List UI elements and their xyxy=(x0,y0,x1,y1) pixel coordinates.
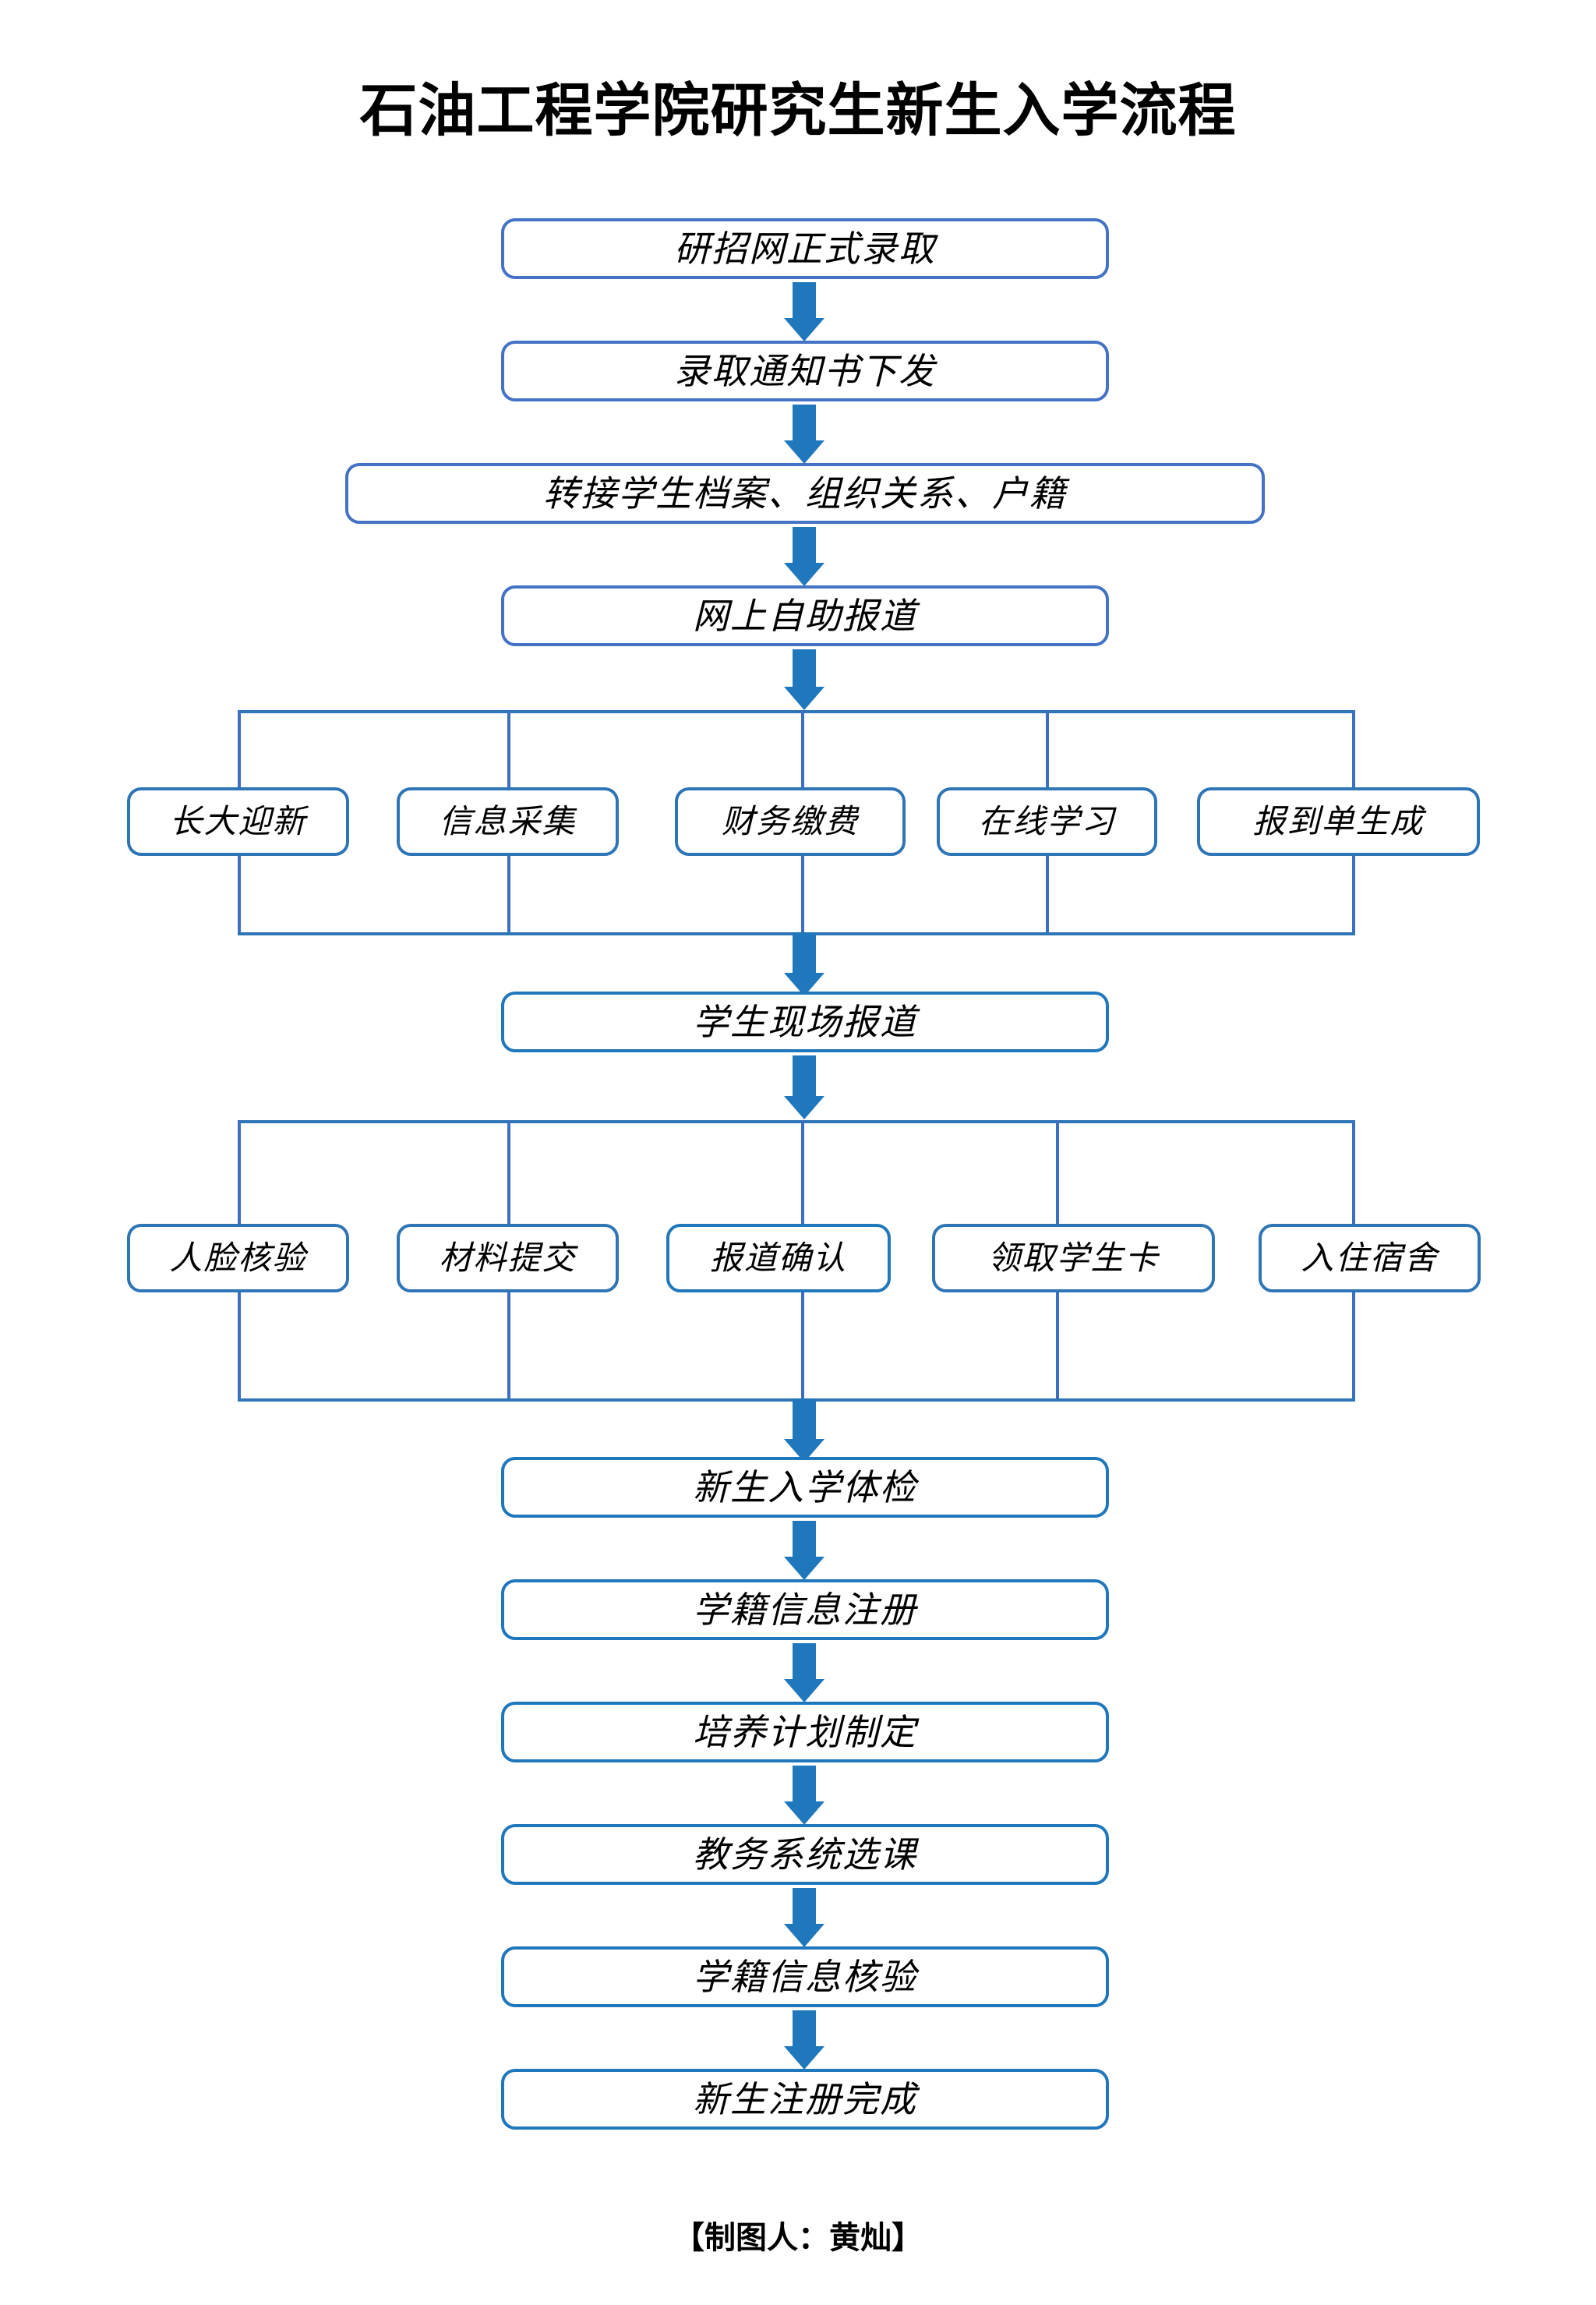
arrow-down-icon xyxy=(784,1766,824,1825)
flow-node-label: 财务缴费 xyxy=(721,802,859,840)
flow-node-xuesheng-xianchang-baodao[interactable]: 学生现场报道 xyxy=(501,992,1109,1052)
arrow-down-icon xyxy=(784,1055,824,1119)
flow-node-label: 报到单生成 xyxy=(1252,802,1425,840)
flow-node-jiaowu-xitong-xuanke[interactable]: 教务系统选课 xyxy=(501,1824,1109,1885)
branch-riser xyxy=(507,1292,510,1402)
flow-node-label: 入住宿舍 xyxy=(1301,1239,1439,1277)
arrow-down-icon xyxy=(784,405,824,464)
flow-node-label: 学籍信息注册 xyxy=(693,1589,917,1631)
flow-node-cailiao-tijiao[interactable]: 材料提交 xyxy=(397,1224,619,1292)
branch-riser xyxy=(1352,1292,1355,1402)
flow-node-label: 新生注册完成 xyxy=(693,2078,917,2120)
flow-node-label: 转接学生档案、组织关系、户籍 xyxy=(543,472,1067,514)
flow-node-zhuanjie-dangan[interactable]: 转接学生档案、组织关系、户籍 xyxy=(345,463,1265,524)
flow-node-label: 材料提交 xyxy=(439,1239,577,1277)
arrow-down-icon xyxy=(784,1643,824,1702)
flow-node-peiyang-jihua-zhiding[interactable]: 培养计划制定 xyxy=(501,1702,1109,1762)
branch-riser xyxy=(238,1292,241,1402)
flow-node-zaixian-xuexi[interactable]: 在线学习 xyxy=(937,787,1157,856)
flow-node-xueji-xinxi-heyan[interactable]: 学籍信息核验 xyxy=(501,1946,1109,2007)
branch-drop xyxy=(801,1120,804,1233)
arrow-down-icon xyxy=(784,2010,824,2070)
flow-node-label: 网上自助报道 xyxy=(693,595,917,637)
branch-drop xyxy=(1352,710,1355,796)
branch-drop xyxy=(507,1120,510,1233)
flow-node-label: 领取学生卡 xyxy=(987,1239,1160,1277)
flow-node-label: 学生现场报道 xyxy=(693,1001,917,1043)
flow-node-changda-yingxin[interactable]: 长大迎新 xyxy=(127,787,349,856)
branch-rail-top xyxy=(238,710,1355,713)
branch-riser xyxy=(1352,856,1355,935)
flow-node-label: 长大迎新 xyxy=(169,802,307,840)
branch-drop xyxy=(238,710,241,796)
branch-drop xyxy=(1056,1120,1059,1233)
flow-node-caiwu-jiaofei[interactable]: 财务缴费 xyxy=(675,787,906,856)
flow-node-label: 教务系统选课 xyxy=(693,1833,917,1875)
flow-node-label: 报道确认 xyxy=(709,1239,847,1277)
arrow-down-icon xyxy=(784,527,824,586)
branch-riser xyxy=(1046,856,1049,935)
branch-riser xyxy=(801,856,804,935)
branch-drop xyxy=(1046,710,1049,796)
branch-riser xyxy=(1056,1292,1059,1402)
arrow-down-icon xyxy=(784,1398,824,1462)
flow-node-label: 学籍信息核验 xyxy=(693,1956,917,1998)
flow-node-baodao-queren[interactable]: 报道确认 xyxy=(666,1224,891,1292)
flow-node-xinsheng-ruxue-tijian[interactable]: 新生入学体检 xyxy=(501,1457,1109,1518)
flow-node-label: 在线学习 xyxy=(978,802,1116,840)
flow-node-label: 研招网正式录取 xyxy=(674,228,936,270)
branch-drop xyxy=(238,1120,241,1233)
flow-node-renlian-heyan[interactable]: 人脸核验 xyxy=(127,1224,349,1292)
arrow-down-icon xyxy=(784,932,824,996)
arrow-down-icon xyxy=(784,1888,824,1947)
flow-node-label: 信息采集 xyxy=(439,802,577,840)
flow-node-label: 人脸核验 xyxy=(169,1239,307,1277)
flow-node-luqu-tongzhishu[interactable]: 录取通知书下发 xyxy=(501,341,1109,401)
flow-node-lingqu-xueshengka[interactable]: 领取学生卡 xyxy=(932,1224,1215,1292)
flow-node-label: 新生入学体检 xyxy=(693,1466,917,1508)
flow-node-xinxi-caiji[interactable]: 信息采集 xyxy=(397,787,619,856)
flow-node-yanzhaowang-luqu[interactable]: 研招网正式录取 xyxy=(501,218,1109,279)
branch-riser xyxy=(507,856,510,935)
page-title: 石油工程学院研究生新生入学流程 xyxy=(359,77,1237,144)
flow-node-xueji-xinxi-zhuce[interactable]: 学籍信息注册 xyxy=(501,1579,1109,1640)
branch-riser xyxy=(801,1292,804,1402)
arrow-down-icon xyxy=(784,282,824,341)
flow-node-label: 培养计划制定 xyxy=(693,1711,917,1753)
flow-node-baodaodan-shengcheng[interactable]: 报到单生成 xyxy=(1197,787,1480,856)
branch-rail-top xyxy=(238,1120,1355,1123)
branch-drop xyxy=(801,710,804,796)
flow-node-ruzhu-sushe[interactable]: 入住宿舍 xyxy=(1259,1224,1481,1292)
branch-riser xyxy=(238,856,241,935)
flow-node-wangshang-zizhu-baodao[interactable]: 网上自助报道 xyxy=(501,585,1109,646)
arrow-down-icon xyxy=(784,649,824,710)
flow-node-label: 录取通知书下发 xyxy=(674,350,936,392)
chart-author-credit: 【制图人：黄灿】 xyxy=(673,2220,923,2256)
branch-drop xyxy=(1352,1120,1355,1233)
flow-node-xinsheng-zhuce-wancheng[interactable]: 新生注册完成 xyxy=(501,2069,1109,2130)
arrow-down-icon xyxy=(784,1521,824,1580)
branch-drop xyxy=(507,710,510,796)
